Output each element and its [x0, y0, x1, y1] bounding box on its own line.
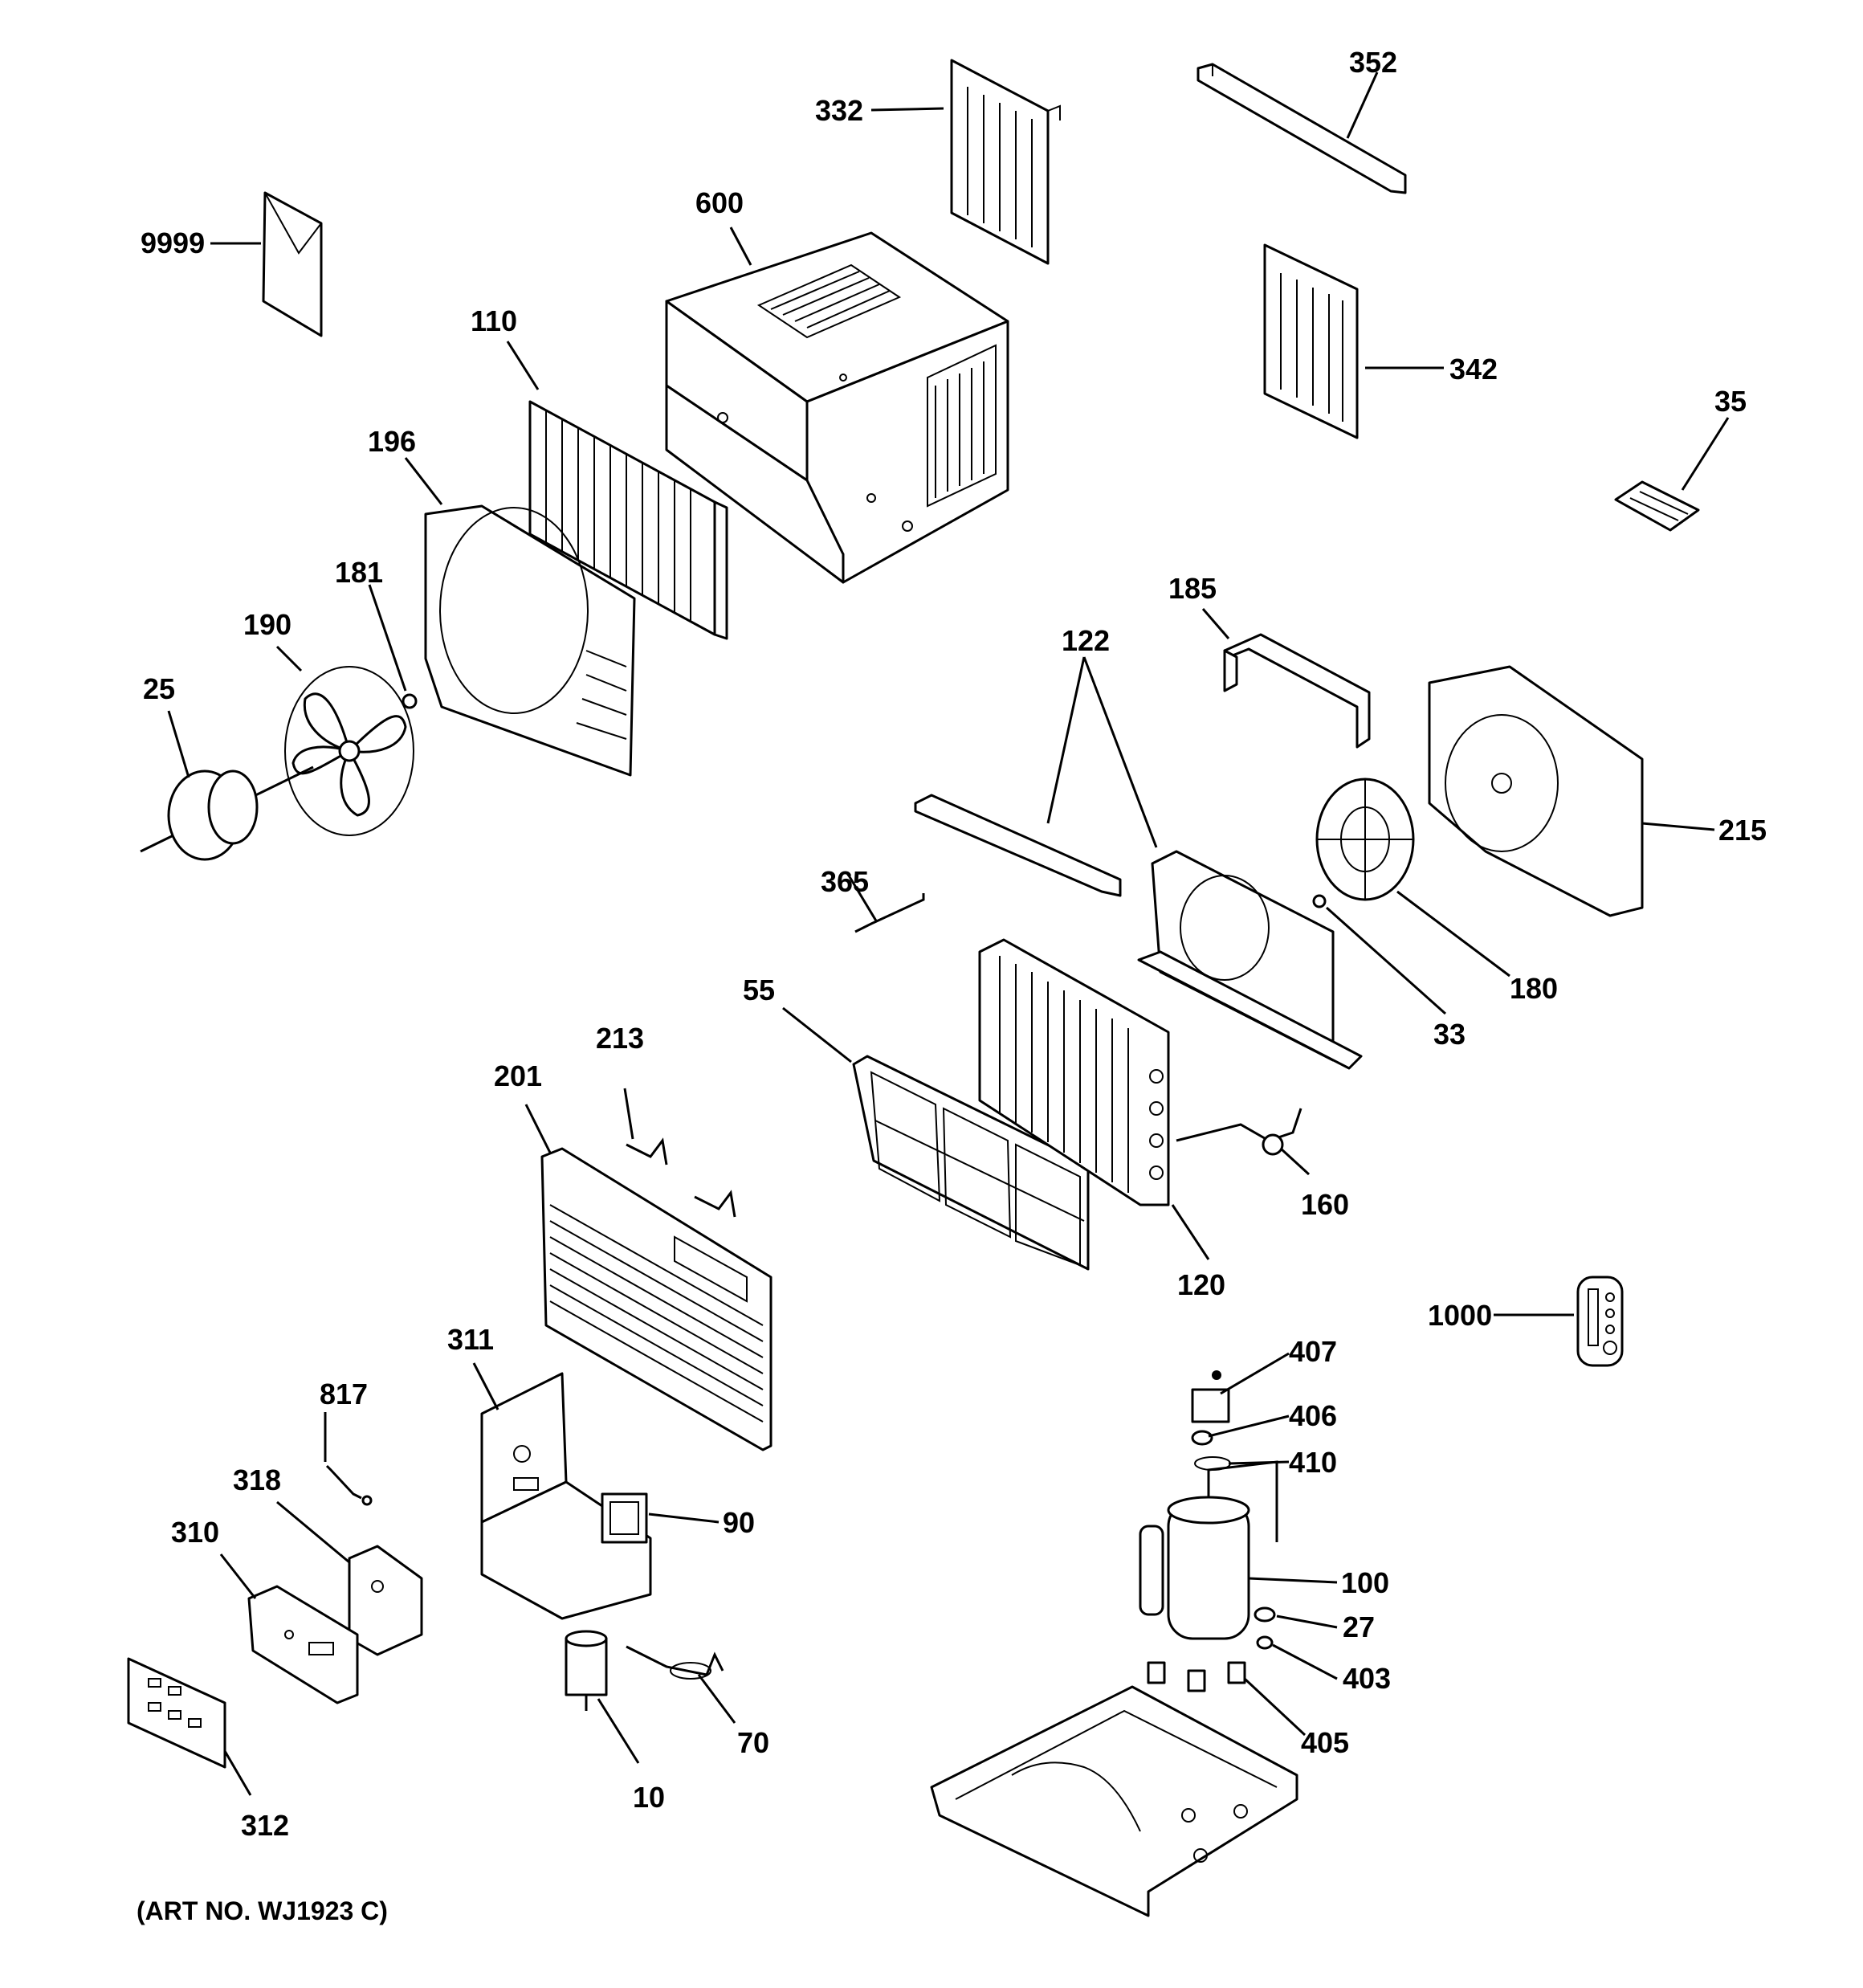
part-185-cover — [1223, 633, 1371, 749]
part-120-evaporator-coil — [978, 938, 1170, 1206]
callout-352: 352 — [1349, 46, 1397, 79]
callout-25: 25 — [143, 672, 175, 705]
part-407-overload — [1191, 1370, 1230, 1423]
callout-9999: 9999 — [141, 227, 205, 259]
callout-311: 311 — [447, 1323, 494, 1356]
part-215-scroll-housing — [1428, 665, 1644, 917]
part-100-compressor — [1139, 1460, 1278, 1640]
part-201-front-grille — [540, 1147, 773, 1451]
callout-817: 817 — [320, 1378, 368, 1410]
callout-180: 180 — [1510, 972, 1558, 1005]
part-365-clip — [854, 893, 925, 933]
callout-10: 10 — [633, 1781, 665, 1814]
callout-labels: 9999 332 352 600 342 35 110 196 181 190 … — [141, 46, 1767, 1842]
callout-185: 185 — [1168, 572, 1217, 605]
part-817-sensor — [325, 1464, 373, 1506]
callout-110: 110 — [471, 304, 517, 337]
part-403-nut — [1256, 1635, 1274, 1650]
part-196-fan-shroud — [424, 504, 636, 777]
part-110-condenser-coil — [528, 400, 728, 640]
callout-90: 90 — [723, 1506, 755, 1539]
part-405-mounting-feet — [1147, 1661, 1246, 1692]
part-90-transformer — [601, 1492, 648, 1544]
part-406-terminal-cover — [1191, 1430, 1213, 1446]
part-180-blower-wheel — [1315, 778, 1415, 901]
part-318-board — [348, 1545, 423, 1656]
callout-70: 70 — [737, 1726, 769, 1759]
callout-407: 407 — [1289, 1335, 1337, 1368]
part-600-cabinet — [665, 231, 1009, 584]
callout-312: 312 — [241, 1809, 289, 1842]
callout-213: 213 — [596, 1022, 644, 1055]
leader-lines — [167, 71, 1730, 1796]
part-55-filter — [852, 1055, 1090, 1271]
part-base-pan — [930, 1685, 1298, 1917]
part-1000-remote — [1576, 1276, 1624, 1367]
art-number: (ART NO. WJ1923 C) — [137, 1896, 388, 1925]
callout-403: 403 — [1343, 1662, 1391, 1695]
callout-342: 342 — [1449, 353, 1498, 386]
callout-365: 365 — [821, 865, 869, 898]
part-27-grommet — [1254, 1606, 1276, 1623]
callout-35: 35 — [1714, 385, 1747, 418]
callout-318: 318 — [233, 1463, 281, 1496]
part-33-nut — [1312, 894, 1327, 908]
callout-196: 196 — [368, 425, 416, 458]
part-190-fan-blade — [284, 666, 414, 836]
callout-55: 55 — [743, 974, 775, 1006]
callout-160: 160 — [1301, 1188, 1349, 1221]
part-332-side-panel — [950, 59, 1061, 265]
part-312-overlay — [127, 1657, 226, 1769]
part-9999-envelope — [262, 191, 323, 337]
part-352-top-rail — [1196, 63, 1407, 194]
callout-100: 100 — [1341, 1566, 1389, 1599]
callout-201: 201 — [494, 1059, 542, 1092]
part-35-label — [1614, 480, 1700, 532]
callout-120: 120 — [1177, 1268, 1225, 1301]
part-160-heater — [1176, 1108, 1302, 1156]
callout-33: 33 — [1433, 1018, 1466, 1051]
part-310-control-panel — [247, 1585, 359, 1704]
callout-600: 600 — [695, 186, 744, 219]
callout-310: 310 — [171, 1516, 219, 1549]
callout-1000: 1000 — [1428, 1299, 1492, 1332]
part-70-wire-harness — [626, 1645, 724, 1680]
callout-181: 181 — [335, 556, 383, 589]
part-25-fan-motor — [140, 765, 314, 861]
callout-215: 215 — [1718, 814, 1767, 847]
callout-410: 410 — [1289, 1446, 1337, 1479]
callout-332: 332 — [815, 94, 863, 127]
part-122-rail — [914, 794, 1122, 897]
part-213-brackets — [626, 1137, 736, 1218]
callout-406: 406 — [1289, 1399, 1337, 1432]
callout-405: 405 — [1301, 1726, 1349, 1759]
callout-27: 27 — [1343, 1610, 1375, 1643]
callout-190: 190 — [243, 608, 291, 641]
part-181-nut — [402, 693, 418, 709]
callout-122: 122 — [1062, 624, 1110, 657]
part-342-side-panel — [1263, 243, 1359, 439]
part-122-orifice-plate — [1137, 850, 1363, 1070]
part-10-capacitor — [565, 1630, 608, 1711]
